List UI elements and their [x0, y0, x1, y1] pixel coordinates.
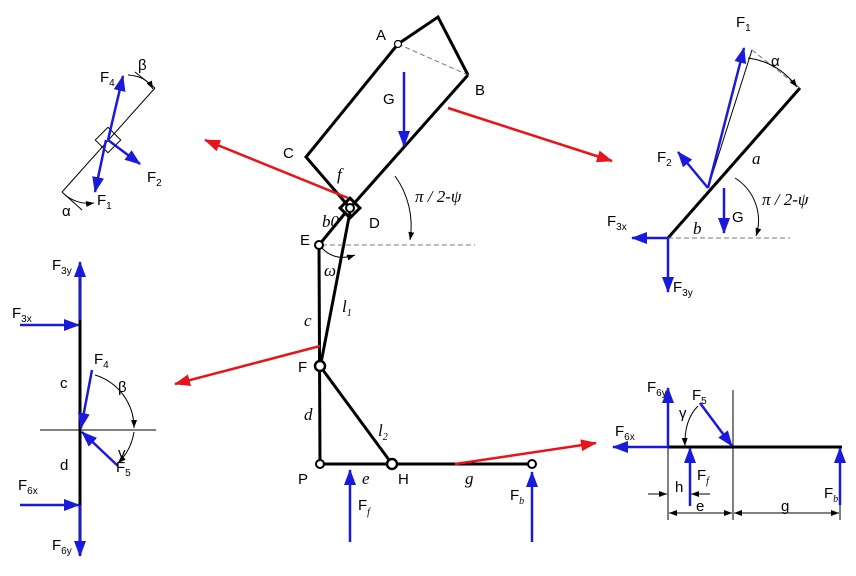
label-alpha: α — [62, 203, 71, 220]
label-b0: b0 — [322, 212, 340, 231]
label-f6y: F6y — [52, 537, 72, 557]
label-h: h — [675, 479, 683, 496]
label-alpha: α — [771, 53, 780, 70]
label-beta: β — [118, 379, 127, 396]
body-top-link — [397, 14, 470, 76]
label-l1: l1 — [342, 297, 352, 319]
label-e: e — [696, 498, 704, 515]
f4-arrow — [106, 75, 126, 141]
label-a: a — [752, 149, 761, 168]
label-g-force: G — [383, 91, 395, 108]
label-f6y: F6y — [647, 379, 667, 399]
slider-block — [94, 126, 122, 154]
link-l1 — [319, 211, 352, 364]
label-angle: π / 2-ψ — [415, 187, 462, 206]
joint-a — [393, 39, 403, 49]
angle-arc — [394, 175, 415, 241]
label-f3y: F3y — [52, 257, 72, 277]
label-f3y: F3y — [673, 279, 693, 299]
label-ff: Ff — [358, 497, 371, 518]
slider-fbd: F4 F2 F1 β α — [61, 57, 162, 220]
label-g: g — [781, 498, 789, 515]
joint-end — [527, 459, 537, 469]
pointer-arrows — [174, 106, 613, 466]
label-f4: F4 — [94, 351, 109, 371]
link-l2 — [318, 365, 394, 465]
label-e-point: E — [300, 232, 310, 249]
f5-arrow — [698, 402, 734, 447]
label-f5: F5 — [116, 459, 131, 479]
label-a: A — [376, 27, 386, 44]
label-b: B — [475, 82, 485, 99]
label-fb: Fb — [510, 487, 524, 507]
label-angle: π / 2-ψ — [762, 190, 809, 209]
label-e: e — [362, 469, 370, 488]
pointer-to-body — [447, 106, 613, 163]
label-g: g — [465, 469, 474, 488]
label-f3x: F3x — [12, 305, 32, 325]
label-f2: F2 — [147, 169, 162, 189]
body-fbd: F1 F2 F3x F3y G α a b π / 2-ψ — [607, 14, 809, 299]
label-p: P — [298, 471, 308, 488]
label-f-dim: f — [337, 165, 344, 184]
label-f1: F1 — [97, 192, 112, 212]
label-f-point: F — [298, 359, 307, 376]
label-d-dim: d — [304, 405, 313, 424]
pointer-to-foot — [454, 439, 597, 466]
omega-arc — [321, 247, 356, 261]
label-gamma: γ — [679, 405, 687, 422]
main-mechanism: A B C D E F P H G f b0 π / 2-ψ ω l1 l2 c… — [283, 14, 538, 542]
f4-arrow — [77, 369, 94, 429]
f5-arrow — [81, 431, 119, 467]
label-b: b — [693, 219, 702, 238]
label-f6x: F6x — [18, 477, 38, 497]
f2-arrow — [677, 151, 709, 189]
label-g: G — [732, 209, 744, 226]
label-c: c — [304, 311, 312, 330]
link-ed — [317, 211, 348, 246]
link-ef-fp — [317, 244, 322, 465]
label-gamma: γ — [118, 445, 126, 462]
label-l2: l2 — [378, 421, 388, 443]
label-f6x: F6x — [615, 423, 635, 443]
label-beta: β — [138, 57, 147, 74]
joint-d — [345, 203, 355, 213]
foot-fbd: F6y F6x F5 Ff Fb γ h e g — [612, 379, 846, 520]
link-fbd: F3y F3x F4 F5 F6x F6y c d β γ — [12, 257, 156, 557]
f1-arrow — [706, 47, 747, 189]
joint-h — [385, 457, 399, 471]
f2-arrow — [107, 139, 141, 165]
label-h: H — [398, 471, 409, 488]
label-d: d — [60, 457, 68, 474]
pointer-to-link — [174, 344, 321, 387]
body-left-edge — [304, 43, 400, 209]
label-f2: F2 — [657, 149, 672, 169]
label-c: c — [60, 375, 68, 392]
body-line — [666, 87, 802, 239]
label-f5: F5 — [692, 387, 707, 407]
label-f1: F1 — [736, 14, 751, 34]
joint-f — [313, 359, 327, 373]
label-f3x: F3x — [607, 213, 627, 233]
label-d: D — [369, 215, 380, 232]
ab-line — [397, 43, 469, 76]
joint-p — [315, 459, 325, 469]
f1-arrow — [92, 139, 108, 193]
joint-e — [314, 240, 324, 250]
pointer-to-slider — [204, 138, 349, 200]
label-f4: F4 — [100, 69, 115, 89]
label-fb: Fb — [824, 485, 838, 505]
label-ff: Ff — [697, 467, 710, 487]
label-c-point: C — [283, 145, 294, 162]
label-omega: ω — [324, 261, 336, 280]
